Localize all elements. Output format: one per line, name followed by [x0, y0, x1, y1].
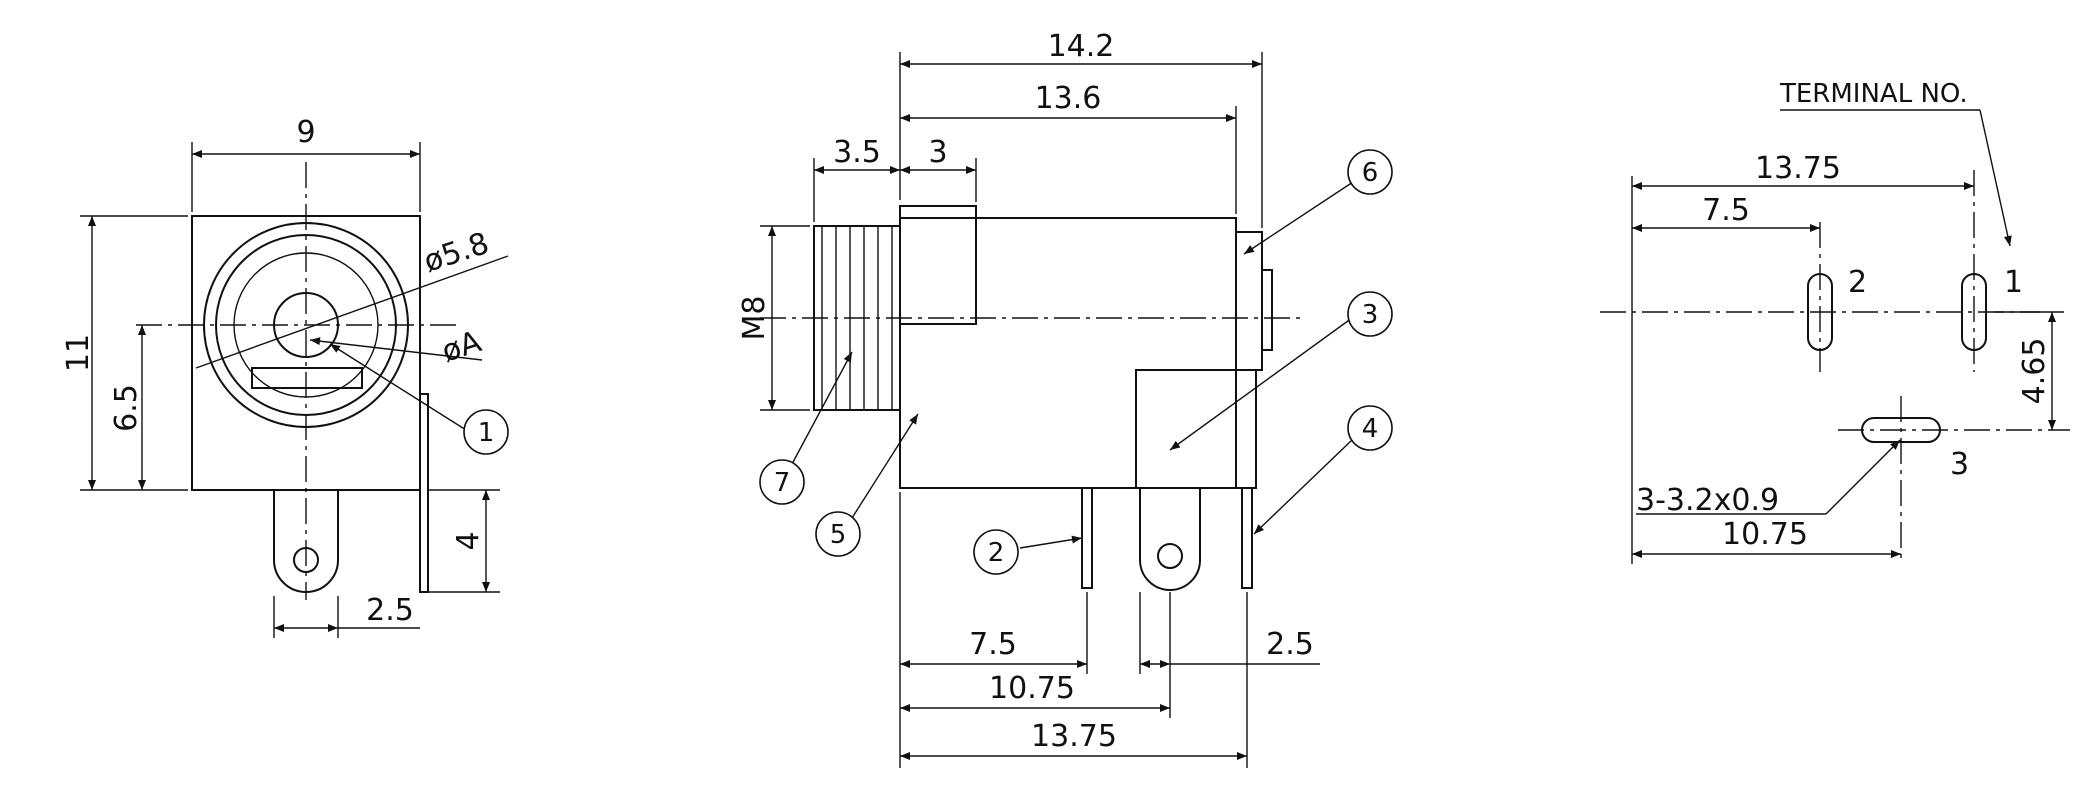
- dim-thread-label: M8: [737, 296, 772, 341]
- balloon-2-circle: [973, 529, 1019, 575]
- pin-leader-line: [309, 337, 483, 361]
- hole-dia-label: ø5.8: [420, 226, 494, 280]
- slot-spec-label: 3-3.2x0.9: [1636, 483, 1779, 518]
- dia-leader-line: [195, 255, 509, 369]
- balloon-7-label: 7: [774, 468, 791, 498]
- side-view: M8 14.2 13.6 3.5 3 7.5 10.75 13.75 2.5: [737, 29, 1393, 768]
- bottom-terminal-hole: [293, 547, 319, 573]
- footprint-view: TERMINAL NO. 1 2 3 13.75 7.5 10.75 3-3.2…: [1600, 79, 2070, 564]
- balloon-5-circle: [815, 511, 861, 557]
- dim-overall-label: 14.2: [1048, 29, 1115, 64]
- collar-outline: [899, 205, 977, 325]
- dim-center-height-label: 6.5: [109, 384, 144, 432]
- balloon-1-circle: [463, 409, 509, 455]
- dim-span-2-label: 7.5: [1702, 193, 1750, 228]
- dim-collar-label: 3: [928, 135, 947, 170]
- balloon-6-label: 6: [1362, 158, 1379, 188]
- dim-row-offset-label: 4.65: [2017, 338, 2052, 405]
- dim-pin-offset-label: 2.5: [366, 593, 414, 628]
- dim-spacing-label: 2.5: [1266, 627, 1314, 662]
- terminal-label-3: 3: [1950, 447, 1969, 482]
- dim-term1-label: 13.75: [1031, 719, 1117, 754]
- front-view: 9 11 6.5 ø5.8 øA 4 2.5 1: [61, 115, 509, 638]
- side-terminal-plate: [419, 393, 429, 593]
- terminal-3-hole: [1157, 543, 1183, 569]
- dim-term3-label: 10.75: [989, 671, 1075, 706]
- rear-cap: [1235, 231, 1263, 371]
- dim-body-label: 13.6: [1035, 81, 1102, 116]
- balloon-7-circle: [759, 459, 805, 505]
- slot-spec-leader: [1825, 439, 1901, 515]
- balloon-3-label: 3: [1362, 300, 1379, 330]
- terminal-heading-leader: [1979, 109, 2012, 247]
- terminal-heading: TERMINAL NO.: [1779, 79, 1968, 109]
- terminal-4-pin: [1241, 487, 1253, 589]
- balloon-5-label: 5: [830, 520, 847, 550]
- socket-contact-bar: [251, 367, 363, 389]
- balloon-2-label: 2: [988, 538, 1005, 568]
- balloon-4-label: 4: [1362, 414, 1379, 444]
- side-body-outline: [899, 217, 1237, 489]
- bottom-terminal-pin: [273, 490, 339, 593]
- dim-pin-length-label: 4: [451, 531, 486, 550]
- terminal-label-2: 2: [1848, 265, 1867, 300]
- balloon-1-label: 1: [478, 418, 495, 448]
- balloon-3-circle: [1347, 291, 1393, 337]
- terminal-label-1: 1: [2004, 265, 2023, 300]
- dim-height-label: 11: [61, 334, 96, 372]
- terminal-2-pin: [1081, 487, 1093, 589]
- dim-term2-label: 7.5: [969, 627, 1017, 662]
- bracket-outline: [1135, 369, 1257, 489]
- balloon-6-circle: [1347, 149, 1393, 195]
- pin-dia-label: øA: [438, 324, 486, 369]
- dim-span-total-label: 13.75: [1755, 151, 1841, 186]
- rear-knob: [1261, 269, 1273, 351]
- dim-thread-length-label: 3.5: [833, 135, 881, 170]
- balloon-4-circle: [1347, 405, 1393, 451]
- terminal-3-pin: [1139, 488, 1201, 591]
- dim-width-label: 9: [296, 115, 315, 150]
- dim-span-3-label: 10.75: [1722, 517, 1808, 552]
